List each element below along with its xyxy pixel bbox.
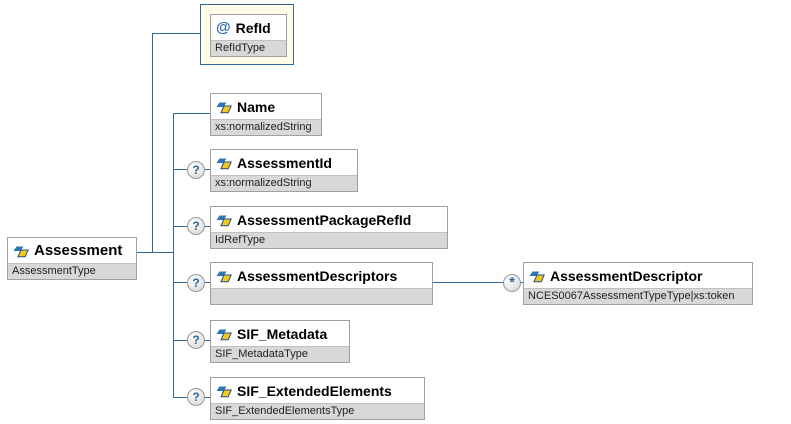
occurrence-glyph: * (509, 274, 515, 291)
element-icon (529, 270, 545, 282)
node-label: RefId (235, 19, 271, 36)
node-label: SIF_Metadata (237, 325, 328, 342)
node-assessment[interactable]: Assessment AssessmentType (7, 237, 137, 280)
element-icon (216, 270, 232, 282)
node-label: SIF_ExtendedElements (237, 382, 392, 399)
element-icon (216, 328, 232, 340)
node-assessmentid[interactable]: AssessmentId xs:normalizedString (210, 149, 358, 192)
node-label: AssessmentPackageRefId (237, 211, 412, 228)
occurrence-glyph: ? (192, 276, 200, 290)
node-type-label: xs:normalizedString (211, 119, 321, 135)
occurrence-glyph: ? (192, 163, 200, 177)
attribute-at-icon: @ (216, 19, 231, 36)
node-type-label: RefIdType (211, 40, 286, 56)
connector-attr-horizontal (152, 33, 200, 34)
connector-trunk-vertical (173, 113, 174, 398)
node-type-label: SIF_ExtendedElementsType (211, 403, 424, 419)
node-type-label: xs:normalizedString (211, 175, 357, 191)
element-icon (13, 245, 29, 257)
node-assessmentpackagerefid[interactable]: AssessmentPackageRefId IdRefType (210, 206, 448, 249)
node-type-label (211, 288, 432, 304)
occurrence-glyph: ? (192, 219, 200, 233)
node-assessmentdescriptor[interactable]: AssessmentDescriptor NCES0067AssessmentT… (523, 262, 753, 305)
connector-root-to-trunk (136, 252, 174, 253)
optional-indicator-packagerefid: ? (187, 217, 205, 235)
node-label: Name (237, 98, 276, 115)
node-type-label: NCES0067AssessmentTypeType|xs:token (524, 288, 752, 304)
node-label: Assessment (34, 242, 123, 259)
connector-descriptors-to-descriptor (433, 282, 523, 283)
node-type-label: IdRefType (211, 232, 447, 248)
element-icon (216, 101, 232, 113)
node-assessmentdescriptors[interactable]: AssessmentDescriptors (210, 262, 433, 305)
node-sif-metadata[interactable]: SIF_Metadata SIF_MetadataType (210, 320, 350, 363)
occurrence-glyph: ? (192, 333, 200, 347)
node-label: AssessmentDescriptor (550, 267, 703, 284)
node-refid[interactable]: @ RefId RefIdType (210, 14, 287, 57)
node-label: AssessmentId (237, 154, 332, 171)
node-type-label: AssessmentType (8, 263, 136, 279)
node-name[interactable]: Name xs:normalizedString (210, 93, 322, 136)
occurrence-glyph: ? (192, 390, 200, 404)
repeat-indicator-descriptor: * (503, 274, 521, 292)
element-icon (216, 157, 232, 169)
optional-indicator-descriptors: ? (187, 274, 205, 292)
optional-indicator-assessmentid: ? (187, 161, 205, 179)
node-label: AssessmentDescriptors (237, 267, 398, 284)
node-sif-extendedelements[interactable]: SIF_ExtendedElements SIF_ExtendedElement… (210, 377, 425, 420)
element-icon (216, 214, 232, 226)
optional-indicator-extended: ? (187, 388, 205, 406)
optional-indicator-metadata: ? (187, 331, 205, 349)
connector-stub-name (173, 113, 210, 114)
node-type-label: SIF_MetadataType (211, 346, 349, 362)
connector-attr-vertical (152, 33, 153, 253)
element-icon (216, 385, 232, 397)
